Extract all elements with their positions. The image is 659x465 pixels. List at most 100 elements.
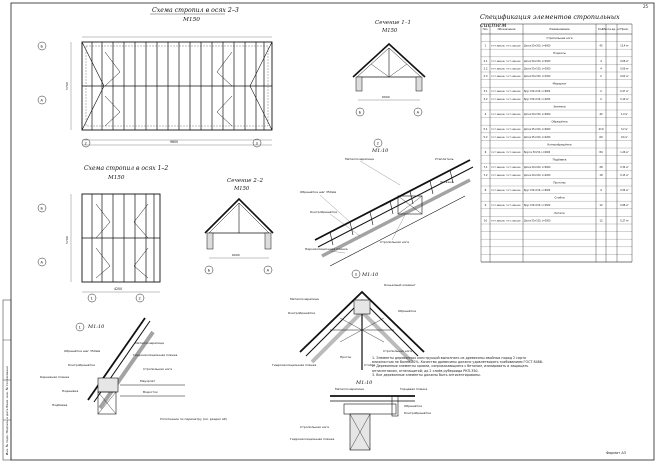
svg-text:Контробрешётка: Контробрешётка xyxy=(288,311,315,315)
spec-header-cell: Наименование xyxy=(549,27,570,31)
spec-pos-cell: 5.1 xyxy=(483,127,487,131)
spec-qty-cell: 4 xyxy=(600,188,602,192)
node-3-scale: М1:10 xyxy=(361,272,379,278)
spec-doc-cell: ГОСТ 8486-86, ГОСТ 24454-80 xyxy=(491,190,521,192)
spec-section-label: Стропильная нога xyxy=(547,36,573,40)
spec-pos-cell: 9 xyxy=(485,203,487,207)
spec-header-cell: Поз. xyxy=(483,27,489,31)
sheet-frame xyxy=(10,2,655,461)
page-number: 25 xyxy=(643,4,649,9)
section-2-2-axis-a: А xyxy=(267,269,270,273)
svg-text:Металлочерепица: Металлочерепица xyxy=(335,387,364,391)
spec-name-cell: Доска 50×150, L=3000 xyxy=(524,219,551,222)
spec-qty-cell: 18 xyxy=(599,173,603,177)
svg-text:Подшивка: Подшивка xyxy=(62,389,78,393)
spec-section-label: Подкосы xyxy=(553,51,565,55)
spec-header-cell: Обозначение xyxy=(498,27,516,31)
spec-note-cell: 1,26 м³ xyxy=(620,151,629,154)
spec-name-cell: Брус 150×150, L=2500 xyxy=(524,204,551,207)
note-line: 1. Элементы деревянных конструкций выпол… xyxy=(372,356,527,360)
spec-note-cell: 0,02 м³ xyxy=(620,75,629,78)
spec-note-cell: 0,54 м³ xyxy=(620,189,629,192)
spec-doc-cell: ГОСТ 8486-86, ГОСТ 24454-80 xyxy=(491,61,521,63)
node-2-marker: 2 xyxy=(377,142,379,146)
section-2-2-scale: М150 xyxy=(233,186,250,192)
spec-note-cell: 3,2 м³ xyxy=(621,128,628,131)
spec-note-cell: 0,34 м³ xyxy=(620,166,629,169)
section-1-1-axis-b: Б xyxy=(359,111,362,115)
svg-text:А: А xyxy=(41,261,44,265)
spec-qty-cell: 42 xyxy=(599,44,603,48)
spec-pos-cell: 7.1 xyxy=(483,165,487,169)
svg-text:Обрешётка шаг 350мм: Обрешётка шаг 350мм xyxy=(300,190,336,194)
spec-name-cell: Доска 25×100, L=6000 xyxy=(524,128,551,131)
plan-1-2-axis-1: 1 xyxy=(91,297,93,301)
svg-text:Контробрешётка: Контробрешётка xyxy=(404,411,431,415)
spec-qty-cell: 210 xyxy=(599,127,604,131)
spec-name-cell: Доска 25×100, L=4200 xyxy=(524,136,551,139)
node-1-scale: М1:10 xyxy=(87,324,105,330)
plan-1-2-title: Схема стропил в осях 1–2 xyxy=(84,165,168,172)
section-2-2-title: Сечение 2–2 xyxy=(227,178,264,184)
spec-name-cell: Брусок 50×50, L=6000 xyxy=(524,151,551,154)
spec-doc-cell: ГОСТ 8486-86, ГОСТ 24454-80 xyxy=(491,152,521,154)
plan-1-2-scale: М150 xyxy=(107,175,125,181)
spec-section-label: Стойки xyxy=(554,196,564,200)
section-1-1-dim: 6000 xyxy=(382,95,390,99)
plan-rafters-2-3: Схема стропил в осях 2–3 М150 xyxy=(37,7,273,148)
plan-2-3-axis-a: А xyxy=(41,99,44,103)
spec-note-cell: 0,27 м³ xyxy=(620,90,629,93)
svg-text:Контробрешётка: Контробрешётка xyxy=(68,363,95,367)
node-1-marker: 1 xyxy=(79,326,81,330)
svg-text:Гидроизоляционная плёнка: Гидроизоляционная плёнка xyxy=(272,363,317,367)
spec-qty-cell: 4 xyxy=(600,59,602,63)
side-stamp-text: Инв. № подл. Подпись и дата Взам. инв. №… xyxy=(5,366,9,455)
svg-text:Металлочерепица: Металлочерепица xyxy=(345,157,374,161)
node-2-scale: М1:10 xyxy=(371,148,389,154)
svg-text:Гидроизоляционная плёнка: Гидроизоляционная плёнка xyxy=(133,353,178,357)
plan-2-3-title: Схема стропил в осях 2–3 xyxy=(152,7,239,14)
spec-pos-cell: 8 xyxy=(485,188,487,192)
section-2-2: Сечение 2–2 М150 6000 Б А xyxy=(204,178,274,275)
spec-name-cell: Брус 150×150, L=4200 xyxy=(524,98,551,101)
spec-doc-cell: ГОСТ 8486-86, ГОСТ 24454-80 xyxy=(491,129,521,131)
node-3-marker: 3 xyxy=(355,273,357,277)
spec-note-cell: 0,68 м³ xyxy=(620,204,629,207)
spec-qty-cell: 4 xyxy=(600,66,602,70)
spec-name-cell: Доска 50×200, L=6000 xyxy=(524,45,551,48)
spec-doc-cell: ГОСТ 8486-86, ГОСТ 24454-80 xyxy=(491,76,521,78)
plan-2-3-axis-b: Б xyxy=(41,45,44,49)
spec-qty-cell: 2 xyxy=(600,97,602,101)
spec-note-cell: 13,4 м³ xyxy=(620,45,629,48)
spec-section-label: Подбивка xyxy=(553,158,567,162)
node-2-detail: 2 М1:10 Металлочерепица Обрешётка шаг 35… xyxy=(300,138,474,267)
spec-name-cell: Брус 150×150, L=6000 xyxy=(524,90,551,93)
spec-note-cell: 0,15 м³ xyxy=(620,174,629,177)
spec-section-label: Прогоны xyxy=(553,180,565,184)
spec-section-label: Обрешётка xyxy=(551,120,567,124)
svg-text:Торцевая планка: Торцевая планка xyxy=(399,387,427,391)
svg-text:Металлочерепица: Металлочерепица xyxy=(135,341,164,345)
plan-2-3-axis-2: 2 xyxy=(85,142,87,146)
svg-text:Прогон: Прогон xyxy=(340,355,351,359)
spec-section-label: Контробрешётка xyxy=(547,142,572,146)
spec-header-cell: Прим. xyxy=(620,27,628,31)
section-2-2-dim: 6000 xyxy=(232,253,240,257)
spec-pos-cell: 3.2 xyxy=(483,97,487,101)
spec-doc-cell: ГОСТ 8486-86, ГОСТ 24454-80 xyxy=(491,167,521,169)
spec-doc-cell: ГОСТ 8486-86, ГОСТ 24454-80 xyxy=(491,91,521,93)
spec-qty-cell: 2 xyxy=(600,74,602,78)
svg-text:Обрешётка шаг 350мм: Обрешётка шаг 350мм xyxy=(64,349,100,353)
spec-pos-cell: 7.2 xyxy=(483,173,487,177)
note-line: 2. Деревянные элементы кровли, соприкаса… xyxy=(372,364,529,369)
spec-doc-cell: ГОСТ 8486-86, ГОСТ 24454-80 xyxy=(491,114,521,116)
node-1-detail: 1 М1:10 Металлочерепица Обрешётка шаг 35… xyxy=(40,317,227,421)
spec-qty-cell: 28 xyxy=(599,165,603,169)
spec-qty-cell: 12 xyxy=(599,218,603,222)
svg-text:Пароизоляционная плёнка: Пароизоляционная плёнка xyxy=(305,247,348,251)
spec-name-cell: Брус 150×150, L=6000 xyxy=(524,189,551,192)
svg-text:Обрешётка: Обрешётка xyxy=(404,404,422,408)
spec-pos-cell: 1 xyxy=(485,44,487,48)
